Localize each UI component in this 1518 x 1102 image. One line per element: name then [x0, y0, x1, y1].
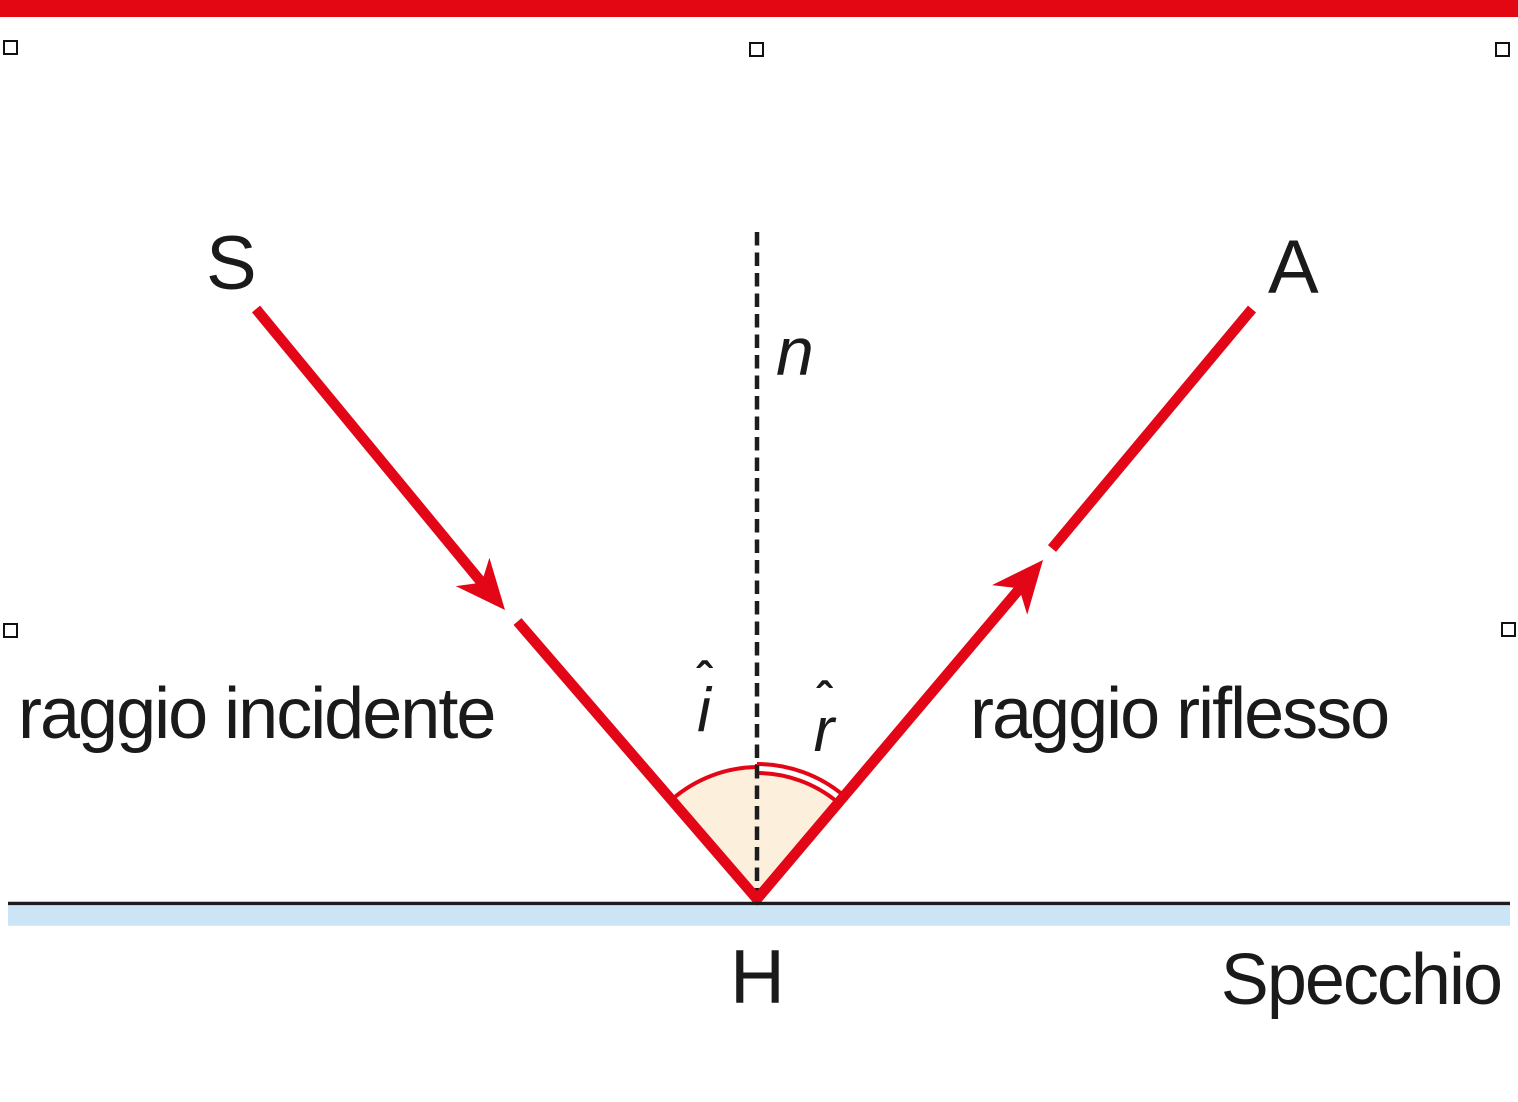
arrival-point-label: A [1268, 225, 1319, 310]
source-point-label: S [206, 221, 257, 306]
selection-handle-top-center[interactable] [749, 42, 764, 57]
reflected-angle-hat-icon: ˆ [816, 673, 832, 725]
reflected-ray-line [1047, 305, 1257, 552]
reflected-angle-arc-outer [756, 762, 845, 798]
incident-angle-label: ˆ i [676, 656, 732, 742]
incident-ray-arrowhead-icon [455, 557, 505, 610]
reflected-ray-arrowhead-icon [992, 560, 1043, 615]
incident-angle-arc [670, 765, 758, 801]
incident-angle-sector [672, 767, 757, 899]
reflected-ray-label: raggio riflesso [970, 674, 1390, 754]
ray-vertex-segments [513, 583, 1026, 908]
mirror-label: Specchio [1220, 940, 1503, 1020]
mirror-glass-band [8, 905, 1510, 926]
incident-angle-symbol: i [697, 676, 711, 745]
incidence-point-label: H [730, 935, 785, 1020]
reflected-angle-arc-inner [756, 771, 840, 804]
top-red-bar [0, 0, 1518, 17]
reflected-angle-symbol: r [813, 696, 835, 765]
incident-ray-label: raggio incidente [18, 674, 496, 754]
selection-handle-middle-left[interactable] [3, 623, 18, 638]
incident-angle-hat-icon: ˆ [696, 653, 712, 705]
selection-handle-middle-right[interactable] [1501, 622, 1516, 637]
selection-handle-top-left[interactable] [3, 40, 18, 55]
reflected-angle-label: ˆ r [796, 676, 852, 762]
selection-handle-top-right[interactable] [1495, 42, 1510, 57]
normal-label: n [776, 314, 814, 390]
incident-ray-line [251, 305, 487, 587]
